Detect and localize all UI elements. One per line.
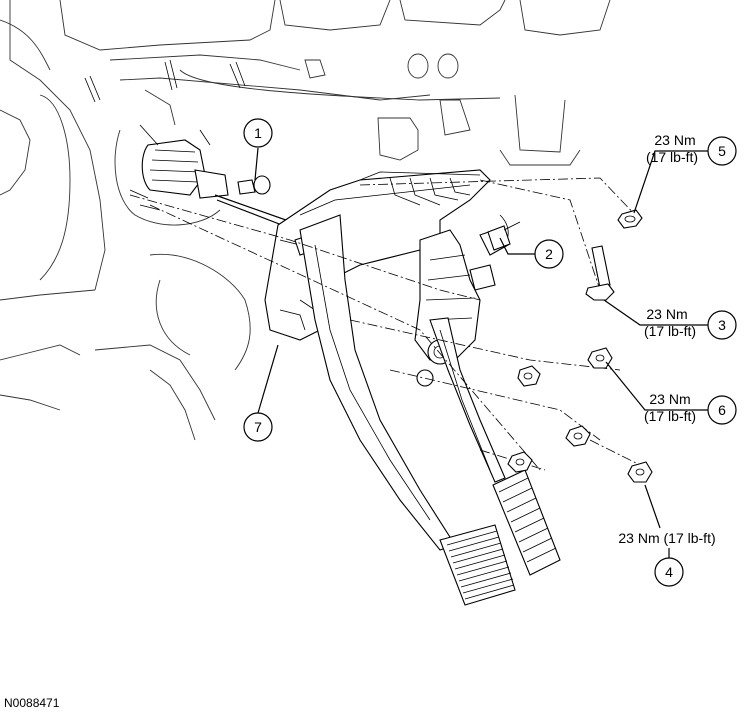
callout-6-number: 6: [718, 402, 726, 418]
callout-3: 3 23 Nm (17 lb-ft): [644, 306, 737, 340]
torque-6-lbft: (17 lb-ft): [644, 408, 696, 424]
nut-7: [507, 451, 533, 473]
callout-7: 7: [243, 412, 273, 442]
bolt-3: [585, 245, 615, 301]
nut-6a: [517, 365, 541, 387]
fasteners: [487, 209, 653, 483]
brake-pedal: [299, 214, 516, 606]
firewall-structure: [0, 0, 611, 441]
accelerator-pad-texture: [498, 477, 557, 563]
torque-3-lbft: (17 lb-ft): [644, 323, 696, 339]
torque-3-nm: 23 Nm: [646, 306, 687, 322]
nut-6c: [565, 425, 591, 447]
torque-5-nm: 23 Nm: [654, 132, 695, 148]
callout-4-number: 4: [665, 564, 673, 580]
callout-1-number: 1: [254, 125, 262, 141]
callout-2: 2: [534, 239, 564, 269]
nut-4: [627, 461, 653, 483]
nut-5: [617, 209, 643, 229]
torque-4: 23 Nm (17 lb-ft): [618, 530, 715, 546]
torque-6-nm: 23 Nm: [649, 391, 690, 407]
torque-5-lbft: (17 lb-ft): [646, 149, 698, 165]
accelerator-pedal: [429, 317, 561, 576]
callout-2-number: 2: [545, 246, 553, 262]
callout-5: 5 23 Nm (17 lb-ft): [646, 132, 737, 166]
callout-6: 6 23 Nm (17 lb-ft): [644, 391, 737, 425]
callout-3-number: 3: [718, 317, 726, 333]
callout-1: 1: [243, 118, 273, 148]
callout-5-number: 5: [718, 143, 726, 159]
booster-bracket: [114, 124, 271, 226]
nut-6b: [587, 347, 613, 369]
figure-id: N0088471: [4, 696, 60, 710]
callout-4: 23 Nm (17 lb-ft) 4: [618, 530, 716, 587]
connector-2: [487, 221, 521, 251]
brake-pad-texture: [446, 530, 515, 600]
callout-7-number: 7: [254, 419, 262, 435]
leader-lines: [254, 147, 708, 558]
